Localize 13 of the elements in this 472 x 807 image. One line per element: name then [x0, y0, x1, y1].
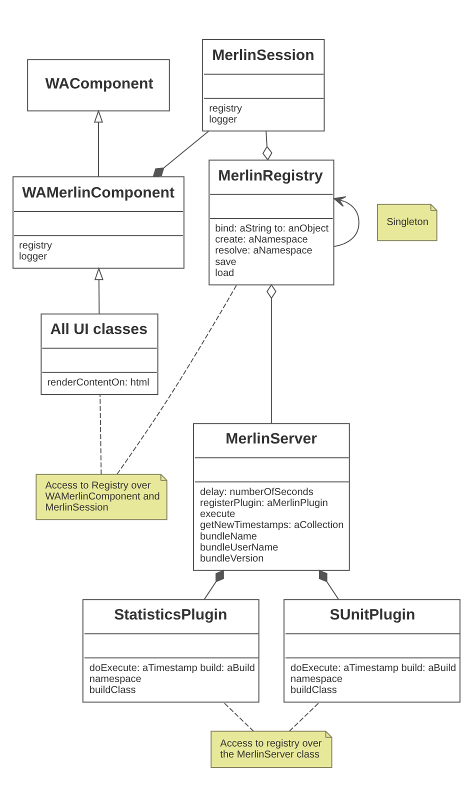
connector: [288, 702, 320, 732]
arrow: [332, 196, 359, 247]
connector: [266, 284, 276, 424]
node-box: WAComponent: [26, 59, 170, 112]
arrow: [93, 110, 103, 176]
connector: [116, 284, 237, 474]
connector: [152, 130, 209, 178]
connector: [262, 131, 272, 161]
connector: [222, 702, 254, 732]
connector: [203, 570, 224, 600]
arrow: [94, 267, 103, 314]
connector: [318, 570, 338, 600]
connector: [99, 394, 102, 474]
